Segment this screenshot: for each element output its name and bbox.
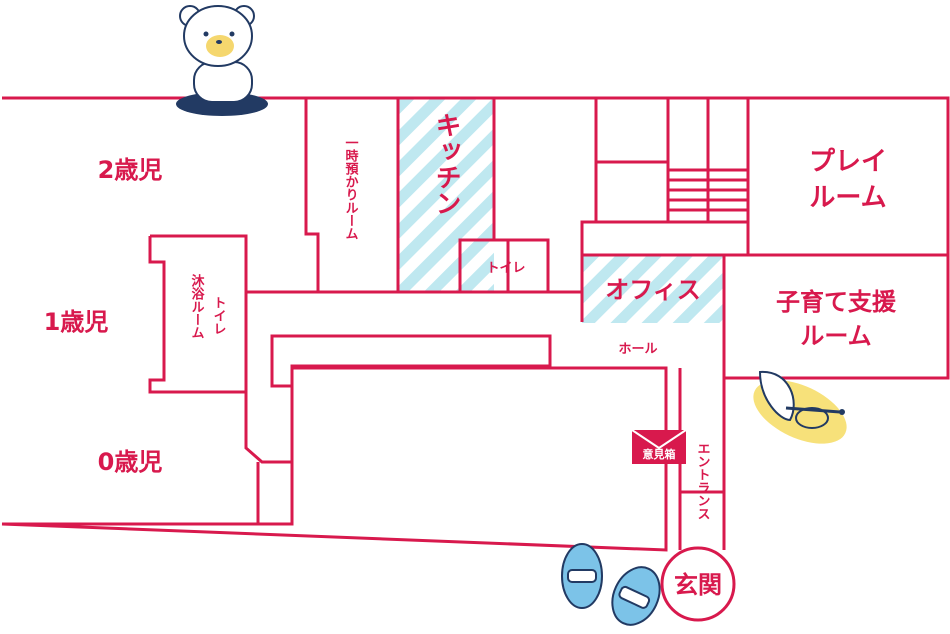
genkan-circle <box>660 546 736 622</box>
stairs <box>668 98 748 224</box>
room-genkan: 玄関 <box>674 571 722 599</box>
kitchen-floor <box>398 98 494 292</box>
wall-small-toilet <box>458 238 550 292</box>
room-play-2: ルーム <box>809 183 886 213</box>
room-kitchen: キッチン <box>431 112 461 216</box>
office-floor <box>582 255 724 323</box>
room-entrance: エントランス <box>695 442 711 520</box>
wall-office <box>580 220 948 378</box>
corridor-wall <box>270 334 552 388</box>
room-hall: ホール <box>618 342 657 357</box>
baby-shoes-illustration <box>561 543 661 626</box>
bear-illustration <box>176 5 268 116</box>
room-support-1: 子育て支援 <box>776 288 897 316</box>
wall-temp-room <box>304 98 400 292</box>
room-toilet-small: トイレ <box>486 261 525 276</box>
room-age0: 0歳児 <box>98 448 163 476</box>
room-support-2: ルーム <box>800 322 871 350</box>
opinion-box: 意見箱 <box>631 429 687 464</box>
room-age1: 1歳児 <box>44 308 109 336</box>
trumpet-illustration <box>753 370 847 444</box>
room-temp: 一時預かりルーム <box>343 136 359 240</box>
room-office: オフィス <box>605 276 701 304</box>
wall-stairs-box <box>596 98 750 255</box>
outer-wall <box>1 96 950 552</box>
opinion-box-label: 意見箱 <box>643 447 676 461</box>
room-play-1: プレイ <box>809 147 887 177</box>
room-toilet-bath-2: 沐浴ルーム <box>189 273 205 339</box>
wall-left-inner <box>148 234 292 464</box>
room-age2: 2歳児 <box>98 156 163 184</box>
room-toilet-bath-1: トイレ <box>211 296 227 335</box>
